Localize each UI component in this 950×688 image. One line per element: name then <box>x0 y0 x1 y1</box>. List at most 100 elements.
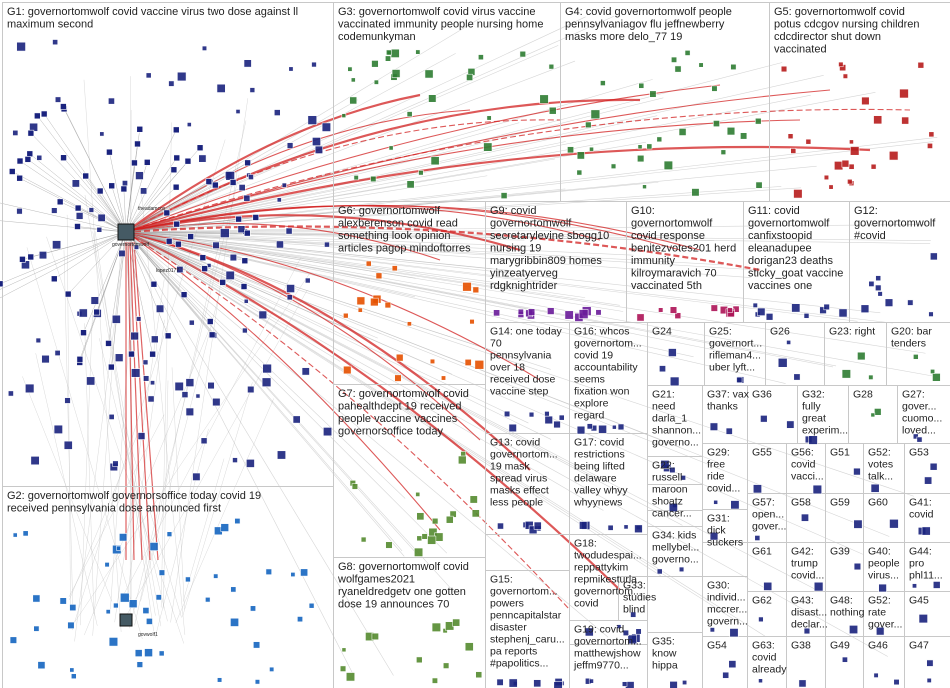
node <box>737 377 743 383</box>
edge <box>126 45 558 232</box>
node <box>675 66 681 72</box>
group-label-line: governort... <box>709 338 762 350</box>
node <box>425 70 433 78</box>
node <box>186 379 194 387</box>
node <box>473 287 479 293</box>
node <box>200 255 206 261</box>
node <box>25 384 34 393</box>
node <box>348 67 352 71</box>
group-label-line: gover... <box>752 521 786 533</box>
node <box>209 332 215 338</box>
node <box>547 308 554 315</box>
edge <box>0 232 126 284</box>
node <box>244 299 248 303</box>
node <box>871 484 879 492</box>
node <box>900 89 909 98</box>
node <box>842 370 851 379</box>
node <box>156 305 164 313</box>
group-label-line: G38 <box>791 640 811 652</box>
node <box>753 485 761 493</box>
group-label-line: G10: <box>631 205 655 217</box>
hub-node <box>118 224 134 240</box>
node <box>639 83 644 88</box>
group-label: G19: covidgovernortom...matthewjshowjeff… <box>573 624 642 672</box>
group-label: G45 <box>909 595 929 607</box>
node <box>465 359 471 365</box>
node <box>518 309 523 314</box>
node <box>534 680 541 687</box>
node <box>9 168 15 174</box>
node <box>351 78 355 82</box>
node <box>622 682 627 687</box>
hub-node-label: lopez0177 <box>156 268 179 274</box>
node <box>120 593 129 602</box>
group-label-line: covid... <box>791 570 824 582</box>
node <box>230 618 238 626</box>
node <box>924 477 931 484</box>
group-label-line: spread virus <box>490 473 547 485</box>
node <box>679 128 686 135</box>
node <box>386 50 391 55</box>
node <box>340 666 346 672</box>
group-label-line: G42: <box>791 546 814 558</box>
node <box>112 315 120 323</box>
node <box>17 158 23 164</box>
node <box>143 376 149 382</box>
edge <box>69 433 138 600</box>
node <box>233 458 238 463</box>
node <box>894 679 900 685</box>
group-label: G16: whcosgovernortom...covid 19accounta… <box>574 326 642 422</box>
group-label: G58 <box>791 497 811 509</box>
node <box>173 127 179 133</box>
node <box>138 433 145 440</box>
group-label-line: covid <box>574 598 599 610</box>
group-label: G48:nothing <box>830 595 865 619</box>
node <box>171 167 177 173</box>
node <box>430 359 435 364</box>
node <box>385 302 391 308</box>
node <box>342 648 346 652</box>
node <box>33 595 40 602</box>
node <box>115 354 123 362</box>
node <box>591 110 600 119</box>
group-label-line: fully <box>802 401 821 413</box>
node <box>136 172 144 180</box>
node <box>664 161 673 170</box>
node <box>385 56 390 61</box>
group-label-line: G8: governortomwolf covid <box>338 561 469 573</box>
node <box>293 416 300 423</box>
node <box>41 111 47 117</box>
node <box>929 312 934 317</box>
group-label-line: governortom... <box>574 338 642 350</box>
node <box>908 300 914 306</box>
node <box>713 120 719 126</box>
node <box>17 42 26 51</box>
node <box>17 208 23 214</box>
node <box>55 97 61 103</box>
node <box>839 309 847 317</box>
node <box>287 284 295 292</box>
node <box>854 520 862 528</box>
node <box>589 147 593 151</box>
group-label-line: codemunkyman <box>338 31 416 43</box>
group-label-line: whyynews <box>573 497 622 509</box>
node <box>554 421 561 428</box>
group-label: G51 <box>830 447 850 459</box>
node <box>431 157 439 165</box>
node <box>567 147 573 153</box>
node <box>220 229 229 238</box>
node <box>238 226 245 233</box>
group-label: G35:knowhippa <box>652 636 678 672</box>
group-label-line: valley whyy <box>574 485 628 497</box>
node <box>579 522 587 530</box>
hub-node-label: govwolf1 <box>138 632 158 638</box>
node <box>76 212 83 219</box>
group-label-line: pennsylvaniagov flu jeffnewberry <box>565 19 725 31</box>
node <box>781 66 787 72</box>
group-label-line: #covid <box>854 230 886 242</box>
node <box>324 242 329 247</box>
node <box>611 164 616 169</box>
node <box>52 241 60 249</box>
node <box>778 358 787 367</box>
